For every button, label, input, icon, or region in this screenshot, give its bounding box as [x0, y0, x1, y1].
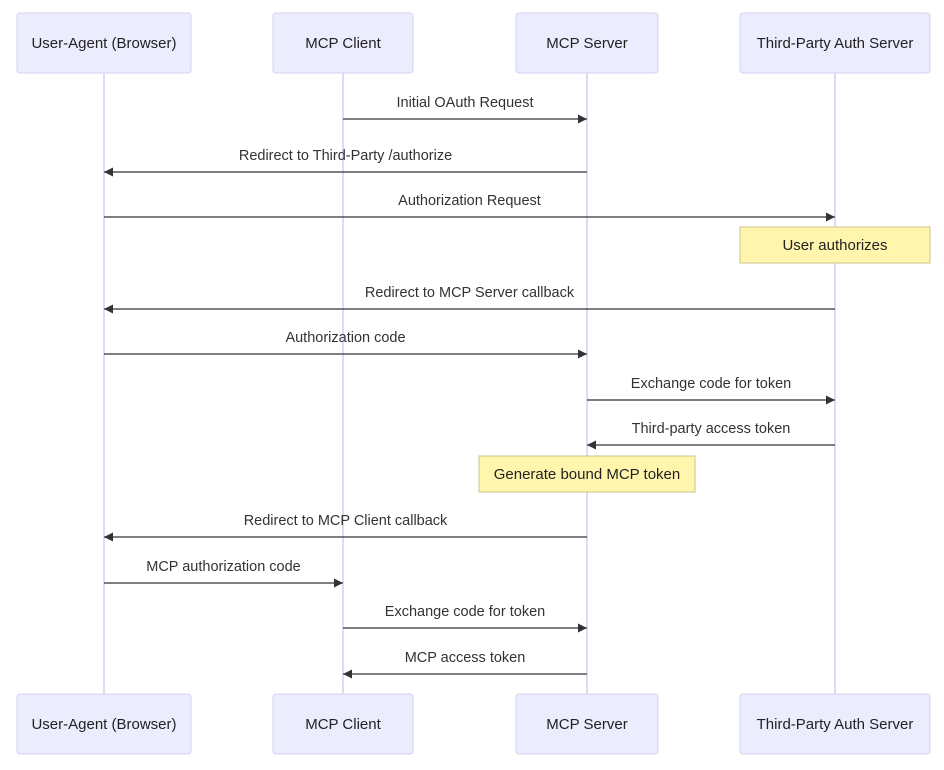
message-label: Initial OAuth Request — [396, 95, 533, 111]
note-label: User authorizes — [782, 237, 887, 254]
actor-client-top: MCP Client — [272, 12, 414, 74]
message-arrow: Redirect to MCP Client callback — [104, 513, 587, 542]
message-label: Authorization code — [285, 330, 405, 346]
message-label: Redirect to MCP Client callback — [244, 513, 448, 529]
message-label: Exchange code for token — [385, 604, 545, 620]
message-label: Exchange code for token — [631, 376, 791, 392]
actor-box — [515, 693, 659, 755]
actor-box — [272, 12, 414, 74]
message-label: Redirect to MCP Server callback — [365, 285, 575, 301]
actor-client-bottom: MCP Client — [272, 693, 414, 755]
actor-auth-top: Third-Party Auth Server — [739, 12, 931, 74]
message-arrow: Redirect to MCP Server callback — [104, 285, 835, 314]
actor-box — [739, 693, 931, 755]
actor-label: User-Agent (Browser) — [31, 716, 176, 733]
actor-auth-bottom: Third-Party Auth Server — [739, 693, 931, 755]
actor-label: User-Agent (Browser) — [31, 35, 176, 52]
actor-box — [739, 12, 931, 74]
lifelines — [103, 73, 836, 694]
actor-server-top: MCP Server — [515, 12, 659, 74]
actor-box — [16, 693, 192, 755]
actor-label: Third-Party Auth Server — [757, 35, 914, 52]
note: Generate bound MCP token — [478, 455, 696, 493]
message-arrow: Redirect to Third-Party /authorize — [104, 148, 587, 177]
actor-label: MCP Client — [305, 35, 381, 52]
message-arrow: Exchange code for token — [343, 604, 587, 633]
message-arrow: MCP access token — [343, 650, 587, 679]
message-arrow: MCP authorization code — [104, 559, 343, 588]
actor-ua-bottom: User-Agent (Browser) — [16, 693, 192, 755]
message-label: Redirect to Third-Party /authorize — [239, 148, 452, 164]
actor-box — [515, 12, 659, 74]
actors-bottom: User-Agent (Browser) MCP Client MCP Server… — [16, 693, 931, 755]
message-label: MCP authorization code — [146, 559, 301, 575]
message-label: MCP access token — [405, 650, 526, 666]
message-arrow: Authorization Request — [104, 193, 835, 222]
note-box — [739, 226, 931, 264]
message-arrow: Third-party access token — [587, 421, 835, 450]
message-arrow: Authorization code — [104, 330, 587, 359]
actor-box — [16, 12, 192, 74]
message-label: Authorization Request — [398, 193, 541, 209]
message-label: Third-party access token — [632, 421, 791, 437]
note-label: Generate bound MCP token — [494, 466, 681, 483]
actor-label: MCP Client — [305, 716, 381, 733]
message-arrow: Exchange code for token — [587, 376, 835, 405]
note: User authorizes — [739, 226, 931, 264]
actors-top: User-Agent (Browser) MCP Client MCP Server… — [16, 12, 931, 74]
actor-label: MCP Server — [546, 35, 627, 52]
message-arrow: Initial OAuth Request — [343, 95, 587, 124]
actor-label: MCP Server — [546, 716, 627, 733]
actor-server-bottom: MCP Server — [515, 693, 659, 755]
actor-ua-top: User-Agent (Browser) — [16, 12, 192, 74]
actor-box — [272, 693, 414, 755]
actor-label: Third-Party Auth Server — [757, 716, 914, 733]
note-box — [478, 455, 696, 493]
